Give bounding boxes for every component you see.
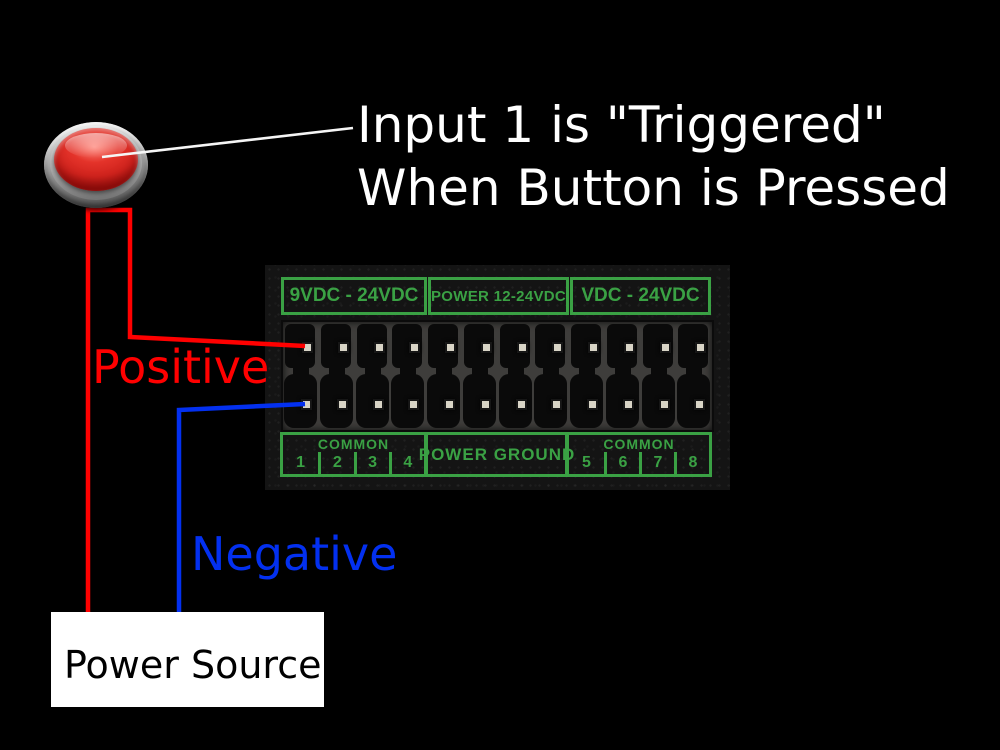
- legend-divider: [565, 435, 569, 474]
- terminal-number-row: 5 6 7 8: [569, 452, 709, 474]
- number-divider: [388, 452, 392, 474]
- callout-line-1: Input 1 is "Triggered": [357, 96, 886, 154]
- common-group-right: COMMON 5 6 7 8: [569, 435, 709, 474]
- screw-contact-top: [480, 342, 492, 353]
- screw-contact-top: [695, 342, 707, 353]
- power-ground-group: POWER GROUND: [418, 435, 576, 474]
- number-divider: [674, 452, 677, 474]
- terminal-column: [676, 322, 712, 430]
- terminal-number: 2: [332, 454, 342, 471]
- screw-contact-bottom: [658, 399, 670, 410]
- screw-contact-top: [373, 342, 385, 353]
- terminal-number: 1: [296, 454, 306, 471]
- terminal-column: [283, 322, 319, 430]
- terminal-column: [355, 322, 391, 430]
- screw-contact-top: [552, 342, 564, 353]
- screw-contact-bottom: [694, 399, 706, 410]
- screw-contact-bottom: [372, 399, 384, 410]
- terminal-column: [390, 322, 426, 430]
- voltage-label: POWER 12-24VDC: [430, 287, 567, 305]
- button-gloss-highlight: [65, 133, 127, 158]
- terminal-panel: 9VDC - 24VDC POWER 12-24VDC VDC - 24VDC …: [265, 265, 730, 490]
- callout-text: Input 1 is "Triggered" When Button is Pr…: [357, 94, 950, 220]
- screw-contact-top: [302, 342, 313, 353]
- terminal-column: [498, 322, 534, 430]
- voltage-label: VDC - 24VDC: [581, 285, 700, 306]
- screw-contact-top: [337, 342, 349, 353]
- terminal-number: 7: [653, 454, 663, 471]
- screw-contact-bottom: [408, 399, 420, 410]
- legend-divider: [424, 435, 428, 474]
- common-group-left: COMMON 1 2 3 4: [283, 435, 424, 474]
- terminal-column: [569, 322, 605, 430]
- screw-contact-top: [516, 342, 528, 353]
- terminal-column: [605, 322, 641, 430]
- terminal-strip: [283, 322, 712, 430]
- voltage-label-box-inputs-right: VDC - 24VDC: [570, 277, 711, 315]
- positive-wire-label: Positive: [92, 340, 270, 394]
- screw-contact-bottom: [479, 399, 491, 410]
- terminal-column: [319, 322, 355, 430]
- terminal-number: 3: [368, 454, 378, 471]
- callout-line-2: When Button is Pressed: [357, 159, 950, 217]
- terminal-legend-box: COMMON 1 2 3 4 POWER GROUND COMMON 5: [280, 432, 712, 477]
- common-label: COMMON: [317, 436, 390, 452]
- negative-wire-label: Negative: [191, 527, 398, 581]
- common-label: COMMON: [603, 436, 675, 452]
- terminal-number: 8: [688, 454, 698, 471]
- screw-contact-top: [409, 342, 421, 353]
- screw-contact-bottom: [301, 399, 312, 410]
- power-source-label: Power Source: [64, 642, 322, 687]
- number-divider: [353, 452, 357, 474]
- voltage-label-box-inputs-left: 9VDC - 24VDC: [281, 277, 427, 315]
- voltage-label-box-power: POWER 12-24VDC: [428, 277, 569, 315]
- power-source-box: Power Source: [51, 612, 324, 707]
- screw-contact-top: [445, 342, 456, 353]
- screw-contact-bottom: [515, 399, 527, 410]
- number-divider: [318, 452, 322, 474]
- screw-contact-top: [623, 342, 635, 353]
- number-divider: [604, 452, 607, 474]
- terminal-number: 4: [403, 454, 413, 471]
- terminal-column: [426, 322, 462, 430]
- terminal-column: [462, 322, 498, 430]
- screw-contact-bottom: [551, 399, 563, 410]
- terminal-number: 6: [618, 454, 628, 471]
- terminal-number: 5: [582, 454, 591, 471]
- screw-contact-bottom: [622, 399, 634, 410]
- terminal-column: [641, 322, 677, 430]
- red-push-button: [44, 122, 148, 208]
- screw-contact-bottom: [336, 399, 348, 410]
- screw-contact-bottom: [444, 399, 455, 410]
- screw-contact-bottom: [587, 399, 598, 410]
- voltage-label: 9VDC - 24VDC: [289, 285, 419, 306]
- terminal-column: [533, 322, 569, 430]
- power-ground-label: POWER GROUND: [418, 444, 576, 464]
- screw-contact-top: [588, 342, 599, 353]
- screw-contact-top: [659, 342, 671, 353]
- terminal-number-row: 1 2 3 4: [283, 452, 424, 474]
- number-divider: [639, 452, 642, 474]
